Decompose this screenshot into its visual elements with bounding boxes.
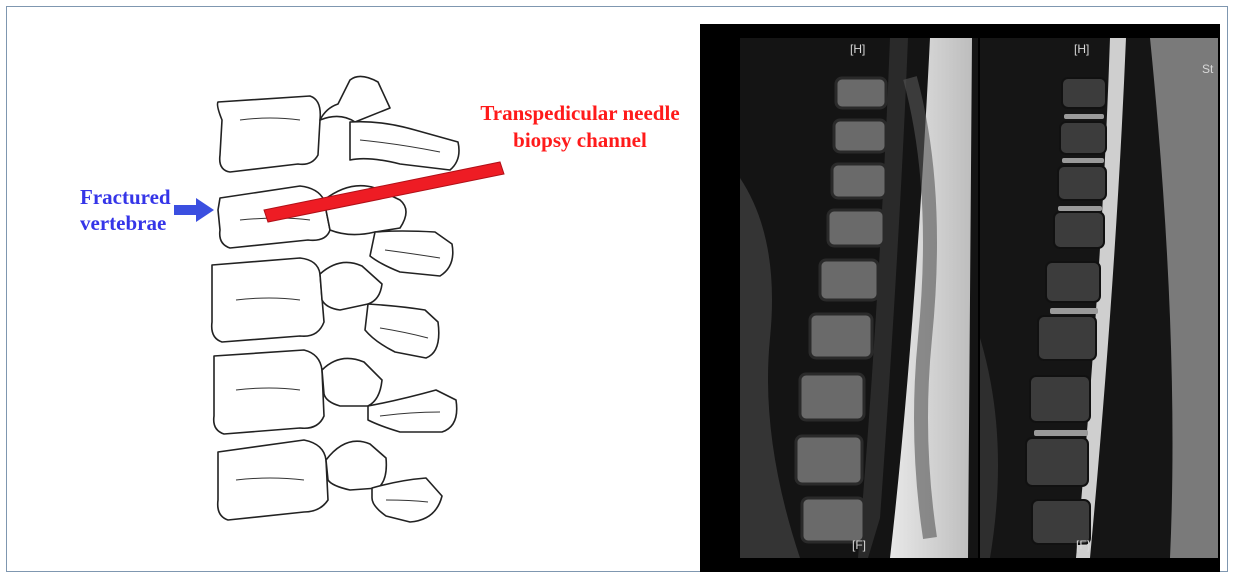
needle-channel-label: Transpedicular needle biopsy channel	[455, 100, 705, 154]
vertebra-posterior-1	[320, 76, 390, 122]
needle-label-line2: biopsy channel	[455, 127, 705, 154]
needle-label-line1: Transpedicular needle	[455, 100, 705, 127]
mri-left-bottom-label: [F]	[852, 538, 866, 552]
mri-left-top-label: [H]	[850, 42, 865, 56]
spine-drawing	[200, 60, 470, 530]
mri-image-pair: [H] [F]	[700, 24, 1220, 572]
arrow-icon	[174, 198, 214, 222]
mri-right-bottom-label: [F]	[1076, 538, 1090, 552]
mri-edge-label: St	[1202, 62, 1213, 76]
needle-channel-bar	[260, 160, 510, 230]
mri-right-image	[980, 38, 1218, 558]
vertebra-body-5	[218, 440, 328, 520]
mri-right-top-label: [H]	[1074, 42, 1089, 56]
vertebra-body-4	[214, 350, 324, 434]
vertebra-posterior-5	[326, 441, 386, 490]
vertebra-posterior-3	[320, 262, 382, 310]
vertebra-posterior-4	[322, 358, 382, 406]
mri-left-panel: [H] [F]	[740, 38, 978, 558]
fractured-vertebrae-label: Fractured vertebrae	[80, 184, 171, 236]
fracture-label-line1: Fractured	[80, 184, 171, 210]
vertebra-body-3	[212, 258, 324, 342]
mri-right-panel: [H] [F]	[980, 38, 1218, 558]
fracture-label-line2: vertebrae	[80, 210, 171, 236]
mri-left-image	[740, 38, 978, 558]
